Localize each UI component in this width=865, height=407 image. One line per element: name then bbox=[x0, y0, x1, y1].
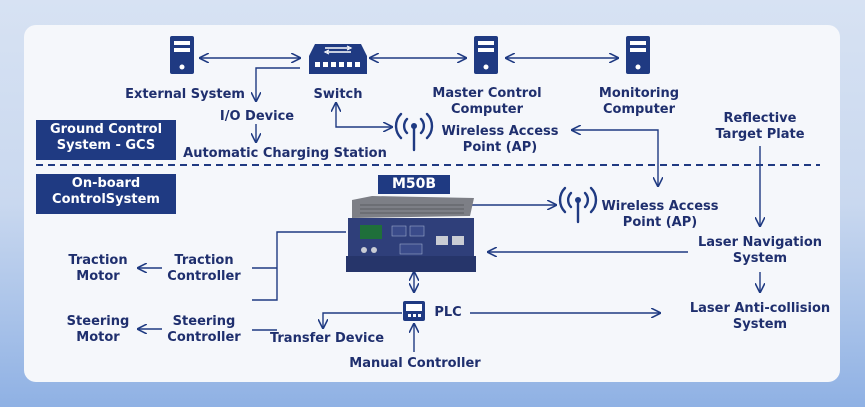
section-tag-onboard-line2: ControlSystem bbox=[52, 192, 160, 207]
label-steering-controller-line2: Controller bbox=[167, 330, 241, 345]
label-laser-anticollision-line2: System bbox=[732, 317, 788, 332]
section-tag-ground-line2: System - GCS bbox=[56, 138, 156, 153]
label-traction-controller-line1: Traction bbox=[174, 253, 234, 268]
section-tag-onboard-line1: On-board bbox=[71, 176, 141, 191]
label-laser-nav: Laser Navigation System bbox=[690, 235, 830, 267]
label-monitoring-line2: Computer bbox=[602, 102, 676, 117]
wireless-icon bbox=[394, 112, 434, 152]
section-tag-ground: Ground Control System - GCS bbox=[36, 120, 176, 160]
label-monitoring: Monitoring Computer bbox=[586, 86, 692, 118]
server-icon bbox=[626, 36, 650, 74]
label-master-control: Master Control Computer bbox=[425, 86, 549, 118]
label-monitoring-line1: Monitoring bbox=[598, 86, 680, 101]
label-traction-controller: Traction Controller bbox=[162, 253, 246, 285]
edge-switch-ap bbox=[336, 103, 392, 127]
label-master-control-line2: Computer bbox=[450, 102, 524, 117]
label-ap-top-line1: Wireless Access bbox=[441, 124, 559, 139]
label-master-control-line1: Master Control bbox=[432, 86, 542, 101]
section-tag-onboard: On-board ControlSystem bbox=[36, 174, 176, 214]
label-ap-top: Wireless Access Point (AP) bbox=[436, 124, 564, 156]
label-laser-anticollision: Laser Anti-collision System bbox=[680, 301, 840, 333]
edge-external-io bbox=[256, 67, 300, 101]
label-charging-station: Automatic Charging Station bbox=[183, 146, 387, 161]
label-ap-mid: Wireless Access Point (AP) bbox=[596, 199, 724, 231]
switch-icon bbox=[309, 44, 367, 74]
label-steering-controller: Steering Controller bbox=[162, 314, 246, 346]
label-traction-controller-line2: Controller bbox=[167, 269, 241, 284]
label-traction-motor: Traction Motor bbox=[62, 253, 134, 285]
label-reflective-line2: Target Plate bbox=[715, 127, 805, 142]
label-transfer-device: Transfer Device bbox=[269, 331, 385, 346]
plc-icon bbox=[403, 301, 425, 321]
label-laser-nav-line2: System bbox=[732, 251, 788, 266]
label-external-system: External System bbox=[125, 87, 245, 102]
label-io-device: I/O Device bbox=[219, 109, 295, 124]
label-traction-motor-line2: Motor bbox=[76, 269, 120, 284]
label-ap-mid-line1: Wireless Access bbox=[601, 199, 719, 214]
label-plc: PLC bbox=[434, 305, 462, 320]
label-steering-motor-line2: Motor bbox=[76, 330, 120, 345]
embedded-computer-icon bbox=[346, 196, 476, 272]
section-tag-ground-line1: Ground Control bbox=[49, 122, 163, 137]
label-reflective: Reflective Target Plate bbox=[704, 111, 816, 143]
label-steering-motor-line1: Steering bbox=[66, 314, 130, 329]
label-manual-controller: Manual Controller bbox=[349, 356, 481, 371]
label-laser-anticollision-line1: Laser Anti-collision bbox=[689, 301, 831, 316]
label-ap-top-line2: Point (AP) bbox=[462, 140, 538, 155]
label-ap-mid-line2: Point (AP) bbox=[622, 215, 698, 230]
label-steering-controller-line1: Steering bbox=[172, 314, 236, 329]
label-traction-motor-line1: Traction bbox=[68, 253, 128, 268]
server-icon bbox=[474, 36, 498, 74]
edge-plc-transfer bbox=[323, 312, 402, 328]
edge-aptop-apmid bbox=[572, 130, 658, 186]
bus-m50b-controllers bbox=[252, 231, 346, 301]
label-reflective-line1: Reflective bbox=[723, 111, 797, 126]
label-laser-nav-line1: Laser Navigation bbox=[697, 235, 823, 250]
label-switch: Switch bbox=[313, 87, 363, 102]
label-steering-motor: Steering Motor bbox=[62, 314, 134, 346]
server-icon bbox=[170, 36, 194, 74]
wireless-icon bbox=[558, 186, 598, 224]
title-badge: M50B bbox=[378, 175, 450, 194]
